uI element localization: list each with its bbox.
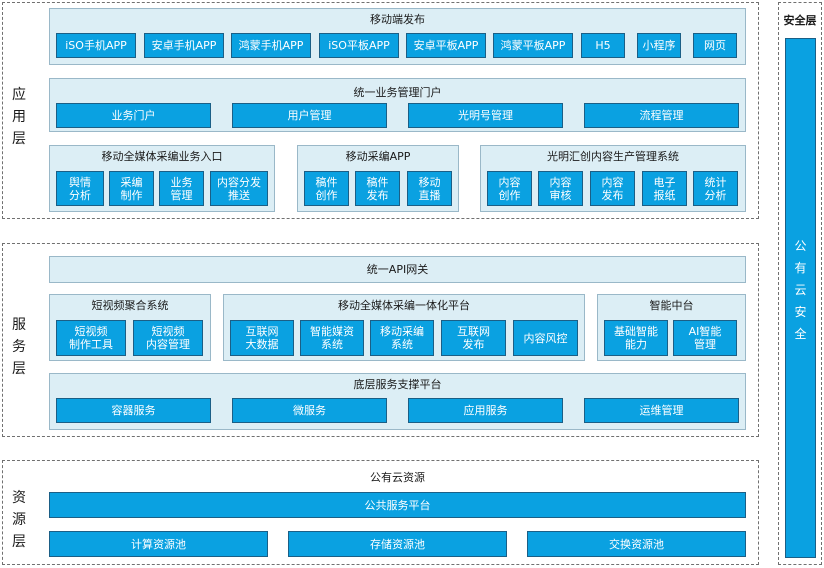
application-layer-label: 应 用 层	[12, 87, 26, 147]
mobile-release-item-3: 鸿蒙手机APP	[231, 33, 311, 58]
media-platform-item-5: 内容风控	[513, 320, 578, 356]
base-platform-item-4: 运维管理	[584, 398, 739, 423]
content-system-item-4: 电子 报纸	[642, 171, 687, 206]
media-entry-item-2: 采编 制作	[109, 171, 154, 206]
portal-item-1: 业务门户	[56, 103, 211, 128]
content-system-item-1: 内容 创作	[487, 171, 532, 206]
media-entry-item-3: 业务 管理	[159, 171, 204, 206]
content-system-title: 光明汇创内容生产管理系统	[547, 150, 679, 163]
short-video-item-2: 短视频 内容管理	[133, 320, 203, 356]
media-platform-item-2: 智能媒资 系统	[300, 320, 364, 356]
media-entry-item-1: 舆情 分析	[56, 171, 104, 206]
base-platform-item-3: 应用服务	[408, 398, 563, 423]
media-entry-title: 移动全媒体采编业务入口	[101, 150, 223, 163]
public-cloud-security-label: 公 有 云 安 全	[794, 239, 807, 341]
resource-pool-3: 交换资源池	[527, 531, 746, 557]
short-video-title: 短视频聚合系统	[91, 299, 169, 312]
mobile-app-item-1: 稿件 创作	[304, 171, 349, 206]
media-platform-title: 移动全媒体采编一体化平台	[338, 299, 470, 312]
resource-pool-1: 计算资源池	[49, 531, 268, 557]
service-layer-label: 服 务 层	[12, 317, 26, 377]
media-platform-item-4: 互联网 发布	[441, 320, 506, 356]
public-service-platform: 公共服务平台	[49, 492, 746, 518]
base-platform-title: 底层服务支撑平台	[353, 378, 442, 391]
security-layer-label: 安全层	[783, 14, 817, 27]
portal-item-3: 光明号管理	[408, 103, 563, 128]
resource-layer-label: 资 源 层	[12, 490, 26, 550]
mobile-release-item-6: 鸿蒙平板APP	[493, 33, 573, 58]
media-platform-item-1: 互联网 大数据	[230, 320, 294, 356]
portal-item-4: 流程管理	[584, 103, 739, 128]
media-entry-item-4: 内容分发 推送	[210, 171, 268, 206]
api-gateway-title: 统一API网关	[366, 263, 429, 276]
content-system-item-5: 统计 分析	[693, 171, 738, 206]
service-layer	[2, 243, 759, 437]
application-layer	[2, 2, 759, 219]
base-platform-item-1: 容器服务	[56, 398, 211, 423]
mobile-app-item-3: 移动 直播	[407, 171, 452, 206]
short-video-item-1: 短视频 制作工具	[56, 320, 126, 356]
mobile-app-title: 移动采编APP	[345, 150, 411, 163]
public-cloud-resources-title: 公有云资源	[370, 471, 425, 484]
mobile-release-item-1: iSO手机APP	[56, 33, 136, 58]
content-system-item-2: 内容 审核	[538, 171, 583, 206]
ai-center-item-1: 基础智能 能力	[604, 320, 668, 356]
security-layer	[778, 2, 822, 565]
mobile-release-item-5: 安卓平板APP	[406, 33, 486, 58]
api-gateway-panel: 统一API网关	[49, 256, 746, 283]
mobile-release-item-2: 安卓手机APP	[144, 33, 224, 58]
mobile-release-item-8: 小程序	[637, 33, 681, 58]
content-system-item-3: 内容 发布	[590, 171, 635, 206]
portal-item-2: 用户管理	[232, 103, 387, 128]
mobile-release-item-7: H5	[581, 33, 625, 58]
public-cloud-security-bar: 公 有 云 安 全	[785, 38, 816, 558]
ai-center-title: 智能中台	[649, 299, 694, 312]
unified-portal-title: 统一业务管理门户	[353, 86, 442, 99]
resource-layer	[2, 460, 759, 565]
base-platform-item-2: 微服务	[232, 398, 387, 423]
mobile-app-item-2: 稿件 发布	[355, 171, 400, 206]
media-platform-item-3: 移动采编 系统	[370, 320, 434, 356]
mobile-release-item-4: iSO平板APP	[319, 33, 399, 58]
ai-center-item-2: AI智能 管理	[673, 320, 737, 356]
mobile-release-title: 移动端发布	[370, 13, 425, 26]
mobile-release-item-9: 网页	[693, 33, 737, 58]
resource-pool-2: 存储资源池	[288, 531, 507, 557]
